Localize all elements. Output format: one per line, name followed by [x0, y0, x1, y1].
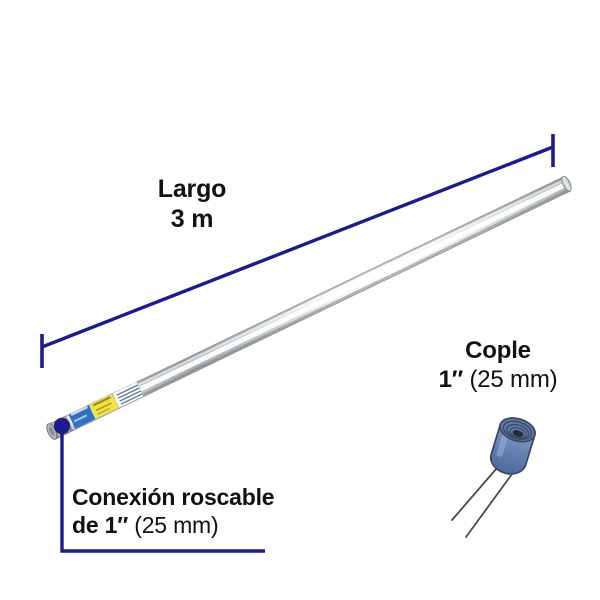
coupling-size-inch: 1″: [438, 365, 464, 393]
coupling-label: Cople 1″ (25 mm): [398, 337, 598, 394]
threaded-connection-line2: de 1″ (25 mm): [72, 511, 352, 539]
coupling-graphic: [451, 417, 536, 538]
sticker-blue-text: [70, 405, 88, 416]
pipe-shading: [48, 176, 571, 439]
sticker-yellow-text2: [95, 402, 112, 412]
length-dimension-line: [41, 145, 554, 349]
threaded-connection-leader: [60, 433, 265, 553]
coupling-label-size: 1″ (25 mm): [398, 365, 598, 394]
length-label-title: Largo: [157, 175, 227, 203]
coupling-label-title: Cople: [465, 337, 531, 364]
coupling-bore: [512, 430, 524, 437]
coupling-thread-ring-2: [506, 423, 530, 440]
length-label-value: 3 m: [170, 205, 214, 233]
pipe-cut-end: [561, 175, 572, 192]
coupling-thread-ring-3: [509, 427, 527, 439]
length-label: Largo 3 m: [0, 175, 384, 233]
coupling-thread-ring-1: [502, 420, 533, 441]
coupling-body-group: [489, 417, 536, 475]
threaded-connection-line1: Conexión roscable: [72, 484, 275, 510]
length-dimension-marker: [40, 134, 555, 368]
product-label-sticker: [66, 381, 144, 431]
threaded-connection-callout-marker: [53, 417, 265, 553]
thread-bore: [48, 426, 55, 437]
coupling-leader-line-2: [465, 473, 513, 538]
threaded-connection-dot: [53, 417, 71, 435]
pipe-highlight: [50, 181, 568, 435]
pipe-end-face: [561, 175, 572, 192]
pipe-sheen: [49, 178, 566, 429]
sticker-yellow-panel: [89, 393, 119, 419]
threaded-connection-size-mm: (25 mm): [134, 511, 219, 538]
threaded-connection-label: Conexión roscable de 1″ (25 mm): [72, 484, 352, 539]
sticker-yellow-text3: [97, 407, 110, 415]
coupling-leader-line-1: [451, 467, 498, 521]
sticker-barcode-lines: [116, 384, 143, 405]
sticker-outline: [66, 381, 144, 431]
coupling-size-mm: (25 mm): [469, 365, 558, 393]
pipe-shadow-edge: [53, 188, 571, 439]
threaded-connection-size-inch: de 1″: [72, 511, 129, 538]
sticker-blue-text2: [73, 414, 88, 423]
sticker-yellow-text: [93, 396, 111, 407]
